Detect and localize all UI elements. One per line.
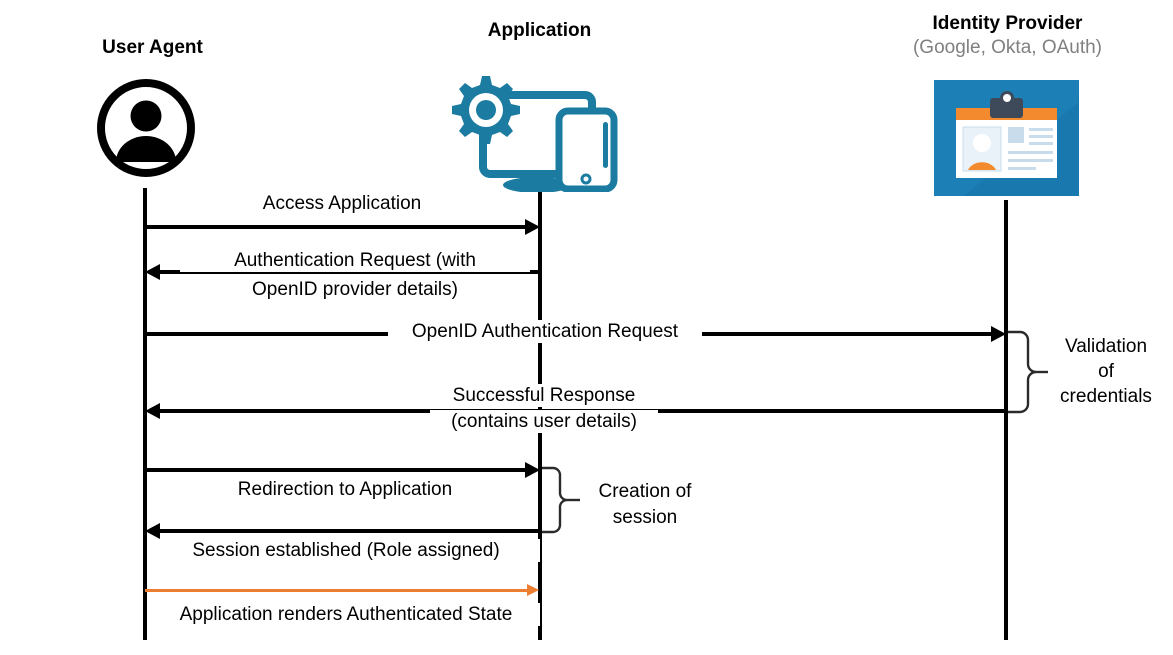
participant-title-application: Application	[487, 20, 592, 41]
message-line-1	[145, 225, 525, 229]
brace-label-validation-line2: of	[1098, 361, 1114, 382]
message-label-6: Session established (Role assigned)	[152, 539, 540, 562]
message-arrowhead-2	[145, 264, 160, 280]
brace-creation-of-session	[540, 464, 584, 536]
brace-label-creation-line1: Creation of	[598, 481, 692, 502]
brace-label-validation-line3: credentials	[1060, 386, 1152, 407]
message-label-3: OpenID Authentication Request	[388, 320, 702, 343]
brace-label-creation-line2: session	[612, 507, 678, 528]
message-label-2-line2: OpenID provider details)	[180, 278, 530, 301]
message-arrowhead-5	[525, 462, 540, 478]
message-line-6	[160, 529, 542, 533]
message-label-4-line1: Successful Response	[434, 384, 654, 407]
message-label-2-line1: Authentication Request (with	[180, 249, 530, 272]
message-arrowhead-7	[527, 584, 539, 596]
message-line-7	[145, 589, 527, 592]
lifeline-identity-provider	[1004, 200, 1008, 640]
user-avatar-icon	[96, 78, 196, 178]
participant-subtitle-identity-provider: (Google, Okta, OAuth)	[912, 37, 1103, 58]
message-label-5: Redirection to Application	[192, 478, 498, 501]
message-label-4-line2: (contains user details)	[430, 410, 658, 433]
message-arrowhead-3	[991, 326, 1006, 342]
message-arrowhead-6	[145, 523, 160, 539]
participant-title-identity-provider: Identity Provider	[932, 13, 1083, 34]
participant-title-user-agent: User Agent	[102, 37, 203, 58]
gear-monitor-phone-icon	[452, 72, 632, 193]
message-arrowhead-4	[145, 403, 160, 419]
brace-validation-of-credentials	[1006, 328, 1050, 416]
message-label-1: Access Application	[188, 192, 496, 215]
message-arrowhead-1	[525, 219, 540, 235]
message-label-7: Application renders Authenticated State	[152, 603, 540, 626]
brace-label-validation-line1: Validation	[1064, 336, 1148, 357]
id-badge-clipboard-icon	[934, 80, 1079, 196]
message-line-2	[160, 270, 542, 274]
message-line-5	[145, 468, 525, 472]
